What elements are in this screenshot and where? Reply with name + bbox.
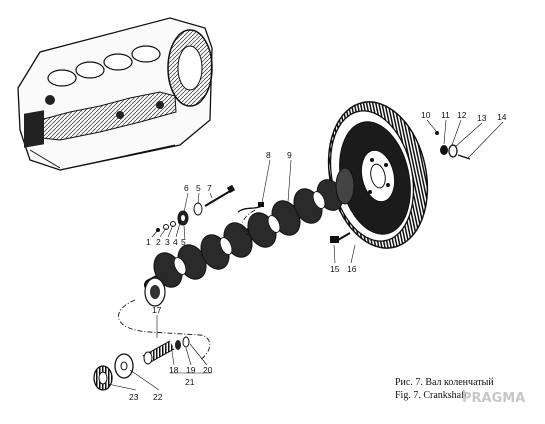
callout-5b: 5 — [196, 183, 201, 193]
bolt-7 — [204, 184, 236, 207]
callout-20: 20 — [203, 365, 213, 375]
callout-21: 21 — [185, 377, 195, 387]
leader-lines — [107, 119, 504, 391]
callout-2: 2 — [156, 237, 161, 247]
figure-caption-en: Fig. 7. Crankshaft — [395, 390, 467, 401]
watermark: PRAGMA — [462, 391, 525, 406]
assembly-path-line — [241, 209, 256, 237]
figure-caption-ru: Рис. 7. Вал коленчатый — [395, 377, 494, 388]
callout-11: 11 — [441, 110, 450, 120]
callout-16: 16 — [347, 264, 357, 274]
gear-shaft-17 — [142, 340, 175, 365]
callout-23: 23 — [129, 392, 139, 402]
callout-13: 13 — [477, 113, 487, 123]
callout-14: 14 — [497, 112, 507, 122]
callout-9: 9 — [287, 150, 292, 160]
washer-5 — [193, 202, 203, 216]
callout-4: 4 — [173, 237, 178, 247]
assembly-path-line — [118, 299, 211, 361]
flywheel-hardware-10-14 — [435, 131, 471, 160]
callout-10: 10 — [421, 110, 431, 120]
washer-22 — [114, 353, 134, 379]
callout-17: 17 — [152, 305, 162, 315]
callout-3: 3 — [165, 237, 170, 247]
callout-22: 22 — [153, 392, 163, 402]
callout-numbers: 1 2 3 4 5 6 5 7 8 9 10 11 12 13 14 15 16… — [129, 110, 507, 402]
callout-5: 5 — [181, 237, 186, 247]
callout-12: 12 — [457, 110, 467, 120]
gear-23 — [93, 365, 113, 391]
callout-8: 8 — [266, 150, 271, 160]
engine-block-illustration — [17, 17, 213, 171]
callout-18: 18 — [169, 365, 179, 375]
callout-1: 1 — [146, 237, 151, 247]
callout-7: 7 — [207, 183, 212, 193]
callout-19: 19 — [186, 365, 196, 375]
bolt-15 — [330, 232, 351, 243]
flywheel — [327, 101, 429, 249]
callout-15: 15 — [330, 264, 340, 274]
plug-8 — [237, 202, 264, 213]
callout-6: 6 — [184, 183, 189, 193]
parts-18-20 — [175, 336, 190, 350]
